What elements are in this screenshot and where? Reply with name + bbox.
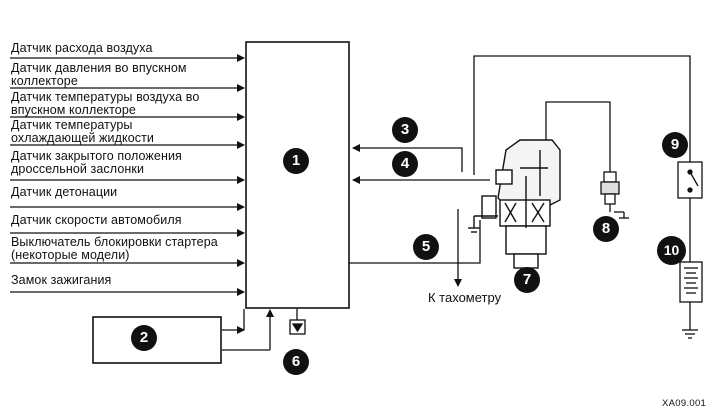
sensor-label-vehicle-speed: Датчик скорости автомобиля: [11, 213, 182, 227]
callout-3: 3: [392, 117, 418, 143]
sensor-input-arrows: [10, 54, 245, 296]
spark-plug: [600, 171, 629, 219]
distributor-assembly: [468, 139, 561, 269]
callout-2: 2: [131, 325, 157, 351]
sensor-label-ignition-lock: Замок зажигания: [11, 273, 112, 287]
callout-10: 10: [657, 236, 686, 265]
sensor-label-intake-air-temp: Датчик температуры воздуха во впускном к…: [11, 90, 200, 117]
tachometer-label: К тахометру: [428, 290, 502, 305]
ecu-block: [245, 41, 350, 309]
block-2-links: [222, 309, 274, 351]
sensor-label-coolant-temp: Датчик температуры охлаждающей жидкости: [11, 118, 154, 145]
callout-8: 8: [593, 216, 619, 242]
sensor-label-manifold-pressure: Датчик давления во впускном коллекторе: [11, 61, 187, 88]
callout-4: 4: [392, 151, 418, 177]
sensor-label-knock: Датчик детонации: [11, 185, 118, 199]
sensor-label-throttle-closed: Датчик закрытого положения дроссельной з…: [11, 149, 182, 176]
signal-arrows: [349, 144, 490, 287]
main-feed-wires: [473, 55, 691, 175]
callout-5: 5: [413, 234, 439, 260]
callout-9: 9: [662, 132, 688, 158]
element-6: [289, 309, 306, 335]
battery: [679, 261, 703, 339]
callout-7: 7: [514, 267, 540, 293]
ignition-switch: [677, 150, 703, 262]
figure-code: XA09.001: [662, 398, 707, 409]
callout-6: 6: [283, 349, 309, 375]
block-2: [92, 316, 222, 364]
sensor-label-air-flow: Датчик расхода воздуха: [11, 41, 153, 55]
sensor-label-starter-inhibit: Выключатель блокировки стартера (некотор…: [11, 235, 218, 262]
callout-1: 1: [283, 148, 309, 174]
